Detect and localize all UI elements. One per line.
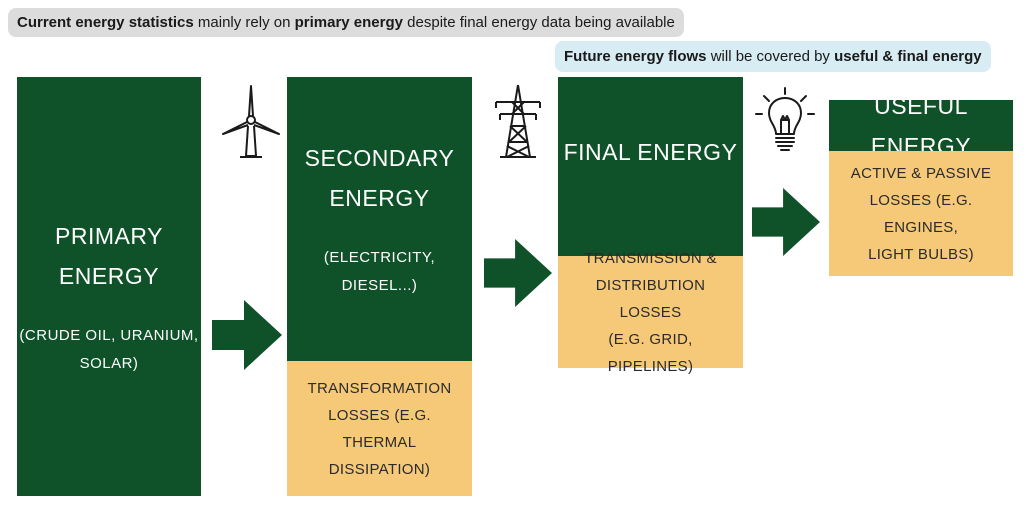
- wind-turbine-icon: [222, 85, 280, 158]
- current-statistics-note: Current energy statistics mainly rely on…: [8, 8, 684, 37]
- primary-energy-title: PRIMARY ENERGY: [55, 222, 163, 289]
- final-energy-title: FINAL ENERGY: [563, 138, 738, 165]
- future-bold-useful: useful & final energy: [834, 48, 982, 65]
- final-energy-block: FINAL ENERGY: [558, 77, 743, 256]
- right-arrow-icon: [212, 300, 282, 370]
- note-text-1: mainly rely on: [193, 14, 295, 31]
- light-bulb-icon: [755, 87, 815, 151]
- secondary-energy-examples: (ELECTRICITY, DIESEL...): [323, 249, 436, 294]
- useful-energy-block: USEFUL ENERGY: [829, 93, 1013, 159]
- secondary-energy-block: SECONDARY ENERGY (ELECTRICITY, DIESEL...…: [287, 77, 472, 361]
- note-bold-primary: primary energy: [294, 14, 403, 31]
- active-passive-losses-block: ACTIVE & PASSIVE LOSSES (E.G. ENGINES, L…: [829, 151, 1013, 276]
- future-bold-flows: Future energy flows: [564, 48, 707, 65]
- primary-energy-examples: (CRUDE OIL, URANIUM, SOLAR): [19, 326, 199, 372]
- future-text-1: will be covered by: [706, 48, 835, 65]
- right-arrow-icon: [752, 188, 820, 256]
- primary-energy-block: PRIMARY ENERGY (CRUDE OIL, URANIUM, SOLA…: [17, 77, 201, 496]
- secondary-energy-title: SECONDARY ENERGY: [304, 145, 455, 211]
- power-pylon-icon: [495, 84, 541, 158]
- right-arrow-icon: [484, 239, 552, 307]
- useful-energy-title: USEFUL ENERGY: [870, 92, 972, 159]
- note-bold-current: Current energy statistics: [17, 14, 194, 31]
- transformation-losses-block: TRANSFORMATION LOSSES (E.G. THERMAL DISS…: [287, 361, 472, 496]
- future-flows-note: Future energy flows will be covered by u…: [555, 41, 991, 72]
- transmission-losses-block: TRANSMISSION & DISTRIBUTION LOSSES (E.G.…: [558, 250, 743, 375]
- note-text-2: despite final energy data being availabl…: [403, 14, 675, 31]
